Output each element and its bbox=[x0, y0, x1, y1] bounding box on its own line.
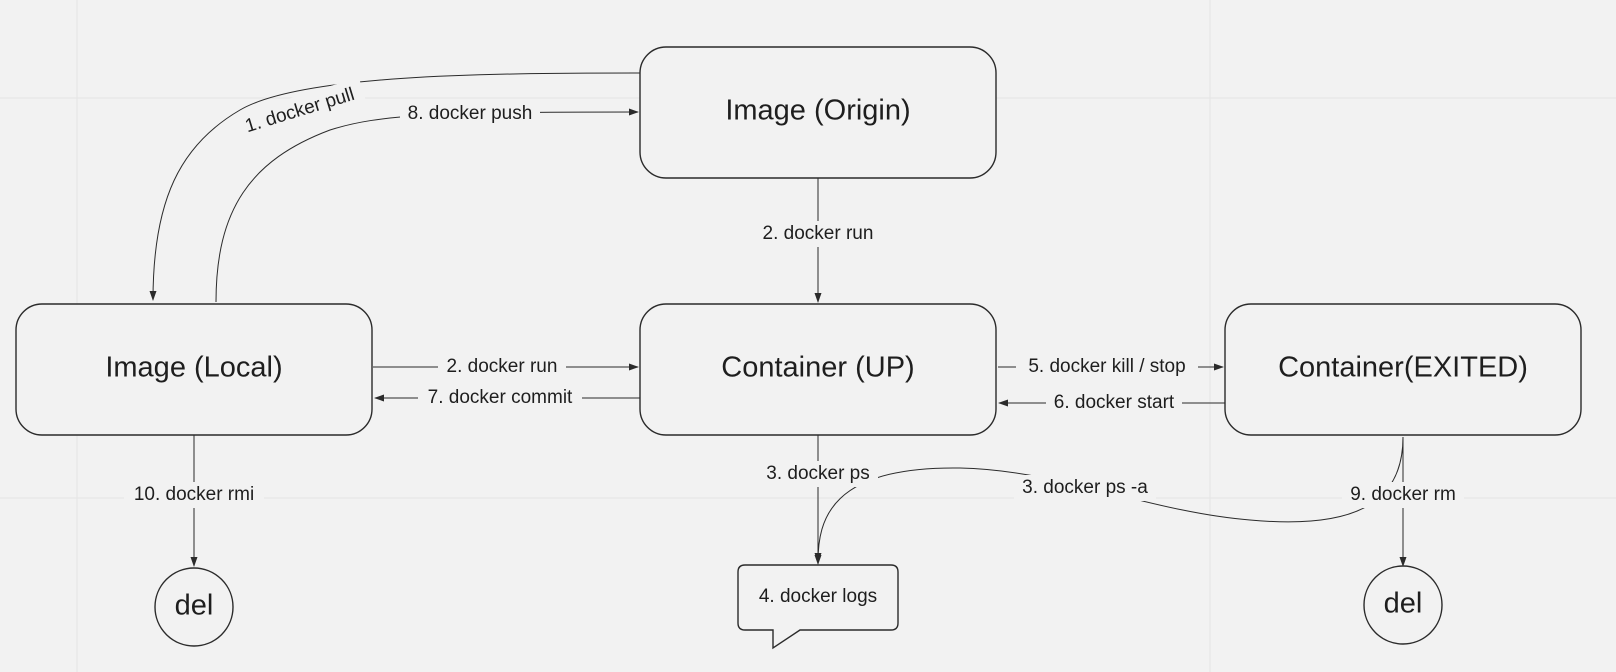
label-docker-rmi-group: 10. docker rmi bbox=[124, 482, 264, 508]
label-docker-ps-a-group: 3. docker ps -a bbox=[1014, 475, 1156, 501]
label-docker-start: 6. docker start bbox=[1054, 392, 1175, 413]
label-docker-run-origin: 2. docker run bbox=[763, 223, 874, 244]
label-docker-rm: 9. docker rm bbox=[1350, 484, 1456, 505]
node-container-up[interactable]: Container (UP) bbox=[639, 303, 997, 436]
label-docker-run-local-group: 2. docker run bbox=[438, 354, 566, 380]
label-docker-rmi: 10. docker rmi bbox=[134, 484, 254, 505]
node-docker-logs-callout[interactable]: 4. docker logs bbox=[737, 564, 899, 650]
node-del-exited-label: del bbox=[1384, 588, 1423, 620]
node-del-exited[interactable]: del bbox=[1363, 565, 1443, 645]
node-image-origin-label: Image (Origin) bbox=[725, 95, 910, 127]
label-docker-ps-a: 3. docker ps -a bbox=[1022, 477, 1148, 498]
label-docker-ps-group: 3. docker ps bbox=[758, 461, 878, 487]
node-container-up-label: Container (UP) bbox=[721, 352, 914, 384]
node-del-local-label: del bbox=[175, 590, 214, 622]
label-docker-push-group: 8. docker push bbox=[400, 100, 540, 126]
node-docker-logs-label: 4. docker logs bbox=[759, 586, 877, 607]
label-docker-kill-stop: 5. docker kill / stop bbox=[1028, 356, 1185, 377]
node-image-origin[interactable]: Image (Origin) bbox=[639, 46, 997, 179]
label-docker-start-group: 6. docker start bbox=[1046, 390, 1182, 416]
node-container-exited-label: Container(EXITED) bbox=[1278, 352, 1528, 384]
label-docker-pull-group: 1. docker pull bbox=[234, 77, 368, 145]
label-docker-commit-group: 7. docker commit bbox=[418, 385, 582, 411]
label-docker-run-origin-group: 2. docker run bbox=[754, 221, 882, 247]
label-docker-kill-stop-group: 5. docker kill / stop bbox=[1016, 354, 1198, 380]
label-docker-ps: 3. docker ps bbox=[766, 463, 870, 484]
label-docker-commit: 7. docker commit bbox=[428, 387, 573, 408]
label-docker-run-local: 2. docker run bbox=[447, 356, 558, 377]
node-image-local-label: Image (Local) bbox=[105, 352, 282, 384]
edge-docker-pull bbox=[149, 72, 641, 301]
node-container-exited[interactable]: Container(EXITED) bbox=[1224, 303, 1582, 436]
label-docker-rm-group: 9. docker rm bbox=[1342, 482, 1464, 508]
edge-docker-push bbox=[215, 108, 639, 303]
label-docker-push: 8. docker push bbox=[408, 103, 533, 124]
node-del-local[interactable]: del bbox=[154, 567, 234, 647]
node-image-local[interactable]: Image (Local) bbox=[15, 303, 373, 436]
